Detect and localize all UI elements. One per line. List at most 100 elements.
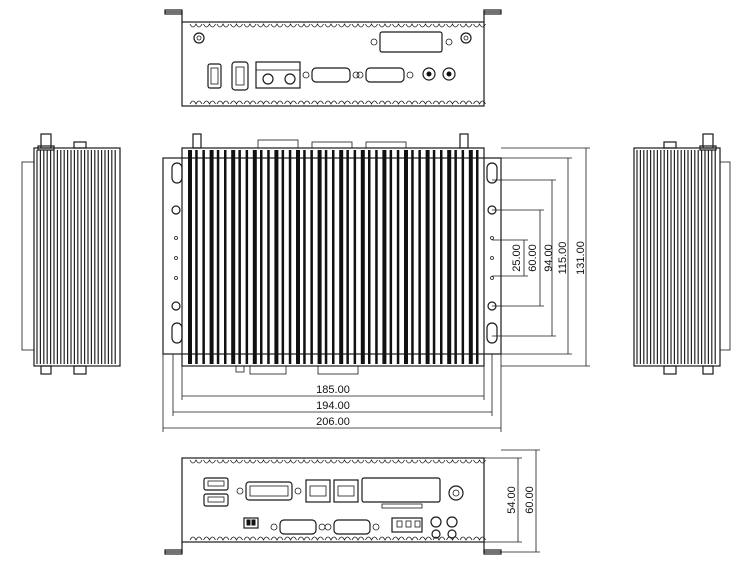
fin-notch — [270, 23, 284, 28]
fin-notch — [473, 100, 486, 105]
fin-notch — [257, 100, 270, 105]
heatsink-fin — [288, 150, 292, 364]
card-slot-cover — [361, 477, 441, 509]
fin-notch — [230, 459, 243, 464]
fin-notch — [216, 100, 230, 105]
fin-notch — [324, 459, 338, 464]
led-indicators — [430, 516, 458, 539]
heatsink-fin — [476, 150, 479, 364]
heatsink-fin — [303, 150, 306, 364]
lan-port-2 — [333, 479, 359, 503]
fin-notch — [284, 23, 297, 28]
fin-notch — [432, 459, 446, 464]
fin-notch — [459, 459, 473, 464]
heatsink-fin — [224, 150, 227, 364]
serial-port-2 — [356, 67, 414, 83]
fin-notch — [284, 536, 297, 541]
expansion-cover — [370, 31, 453, 53]
fin-notch — [338, 536, 351, 541]
heatsink-fin — [296, 150, 300, 364]
fin-notch — [216, 536, 230, 541]
top-view: 185.00 194.00 206.00 25.00 60.00 94.00 1… — [162, 133, 590, 432]
dim-25: 25.00 — [511, 244, 523, 272]
heatsink-fin — [195, 150, 198, 364]
heatsink-fin — [411, 150, 414, 364]
fin-notch — [311, 23, 324, 28]
fin-notch — [392, 100, 405, 105]
fin-notch — [432, 23, 446, 28]
heatsink-fin — [447, 150, 452, 364]
usb-port — [207, 63, 222, 89]
dim-115: 115.00 — [557, 242, 569, 275]
fin-notch — [338, 100, 351, 105]
fin-notch — [270, 459, 284, 464]
fin-notch — [378, 100, 392, 105]
heatsink-fin — [267, 150, 270, 364]
heatsink-fin — [252, 150, 257, 364]
dim-54: 54.00 — [506, 486, 518, 514]
fin-notch — [459, 23, 473, 28]
antenna-right-side — [663, 133, 717, 375]
depth-dimensions — [484, 449, 540, 553]
dim-131: 131.00 — [575, 241, 587, 275]
left-side-view — [21, 133, 121, 375]
fin-notch — [405, 536, 419, 541]
heatsink-fin — [216, 150, 220, 364]
fin-notch — [297, 459, 311, 464]
fin-notch — [446, 536, 459, 541]
heatsink-fin — [375, 150, 378, 364]
top-fin-notches — [189, 23, 486, 28]
heatsink-fin — [202, 150, 205, 364]
heatsink-fin — [238, 150, 241, 364]
fin-notch — [473, 23, 486, 28]
fin-notch — [230, 23, 243, 28]
antenna-left-side — [37, 133, 87, 375]
fin-notch — [459, 100, 473, 105]
fin-notch — [270, 536, 284, 541]
fin-notch — [284, 459, 297, 464]
mounting-slots-right — [486, 162, 498, 344]
bottom-fin-notches — [189, 100, 486, 105]
heatsink-fin — [317, 150, 322, 364]
heatsink-fin — [231, 150, 236, 364]
dim-206: 206.00 — [316, 416, 350, 428]
right-side-view — [633, 133, 731, 375]
dim-185: 185.00 — [316, 384, 350, 396]
hdmi-port — [231, 61, 249, 91]
heatsink-fin — [368, 150, 371, 364]
fin-notch — [203, 23, 216, 28]
fin-notch — [446, 100, 459, 105]
front-io-view — [164, 9, 502, 107]
fin-notch — [419, 536, 432, 541]
heatsink-fin — [245, 150, 249, 364]
fin-notch — [378, 459, 392, 464]
fin-notch — [392, 23, 405, 28]
fin-notch — [189, 23, 203, 28]
fin-notch — [351, 23, 365, 28]
fin-notch — [365, 536, 378, 541]
heatsink-fin — [468, 150, 473, 364]
fin-notch — [230, 536, 243, 541]
heatsink-fin — [440, 150, 443, 364]
fin-notch — [473, 536, 486, 541]
fin-notch — [459, 536, 473, 541]
fin-notch — [392, 536, 405, 541]
fin-notch — [243, 100, 257, 105]
heatsink-fin — [339, 150, 344, 364]
heatsink-fin — [382, 150, 387, 364]
fin-notch — [365, 100, 378, 105]
fin-notch — [351, 459, 365, 464]
fin-notch — [378, 23, 392, 28]
fin-notch — [405, 23, 419, 28]
fin-notch — [311, 536, 324, 541]
audio-jack-2 — [442, 67, 456, 81]
fin-notch — [351, 536, 365, 541]
fin-notch — [203, 100, 216, 105]
fin-notch — [446, 459, 459, 464]
fin-notch — [338, 459, 351, 464]
dim-60-depth: 60.00 — [524, 486, 536, 514]
heatsink-fin — [396, 150, 400, 364]
fin-notch — [446, 23, 459, 28]
fin-notch — [324, 23, 338, 28]
